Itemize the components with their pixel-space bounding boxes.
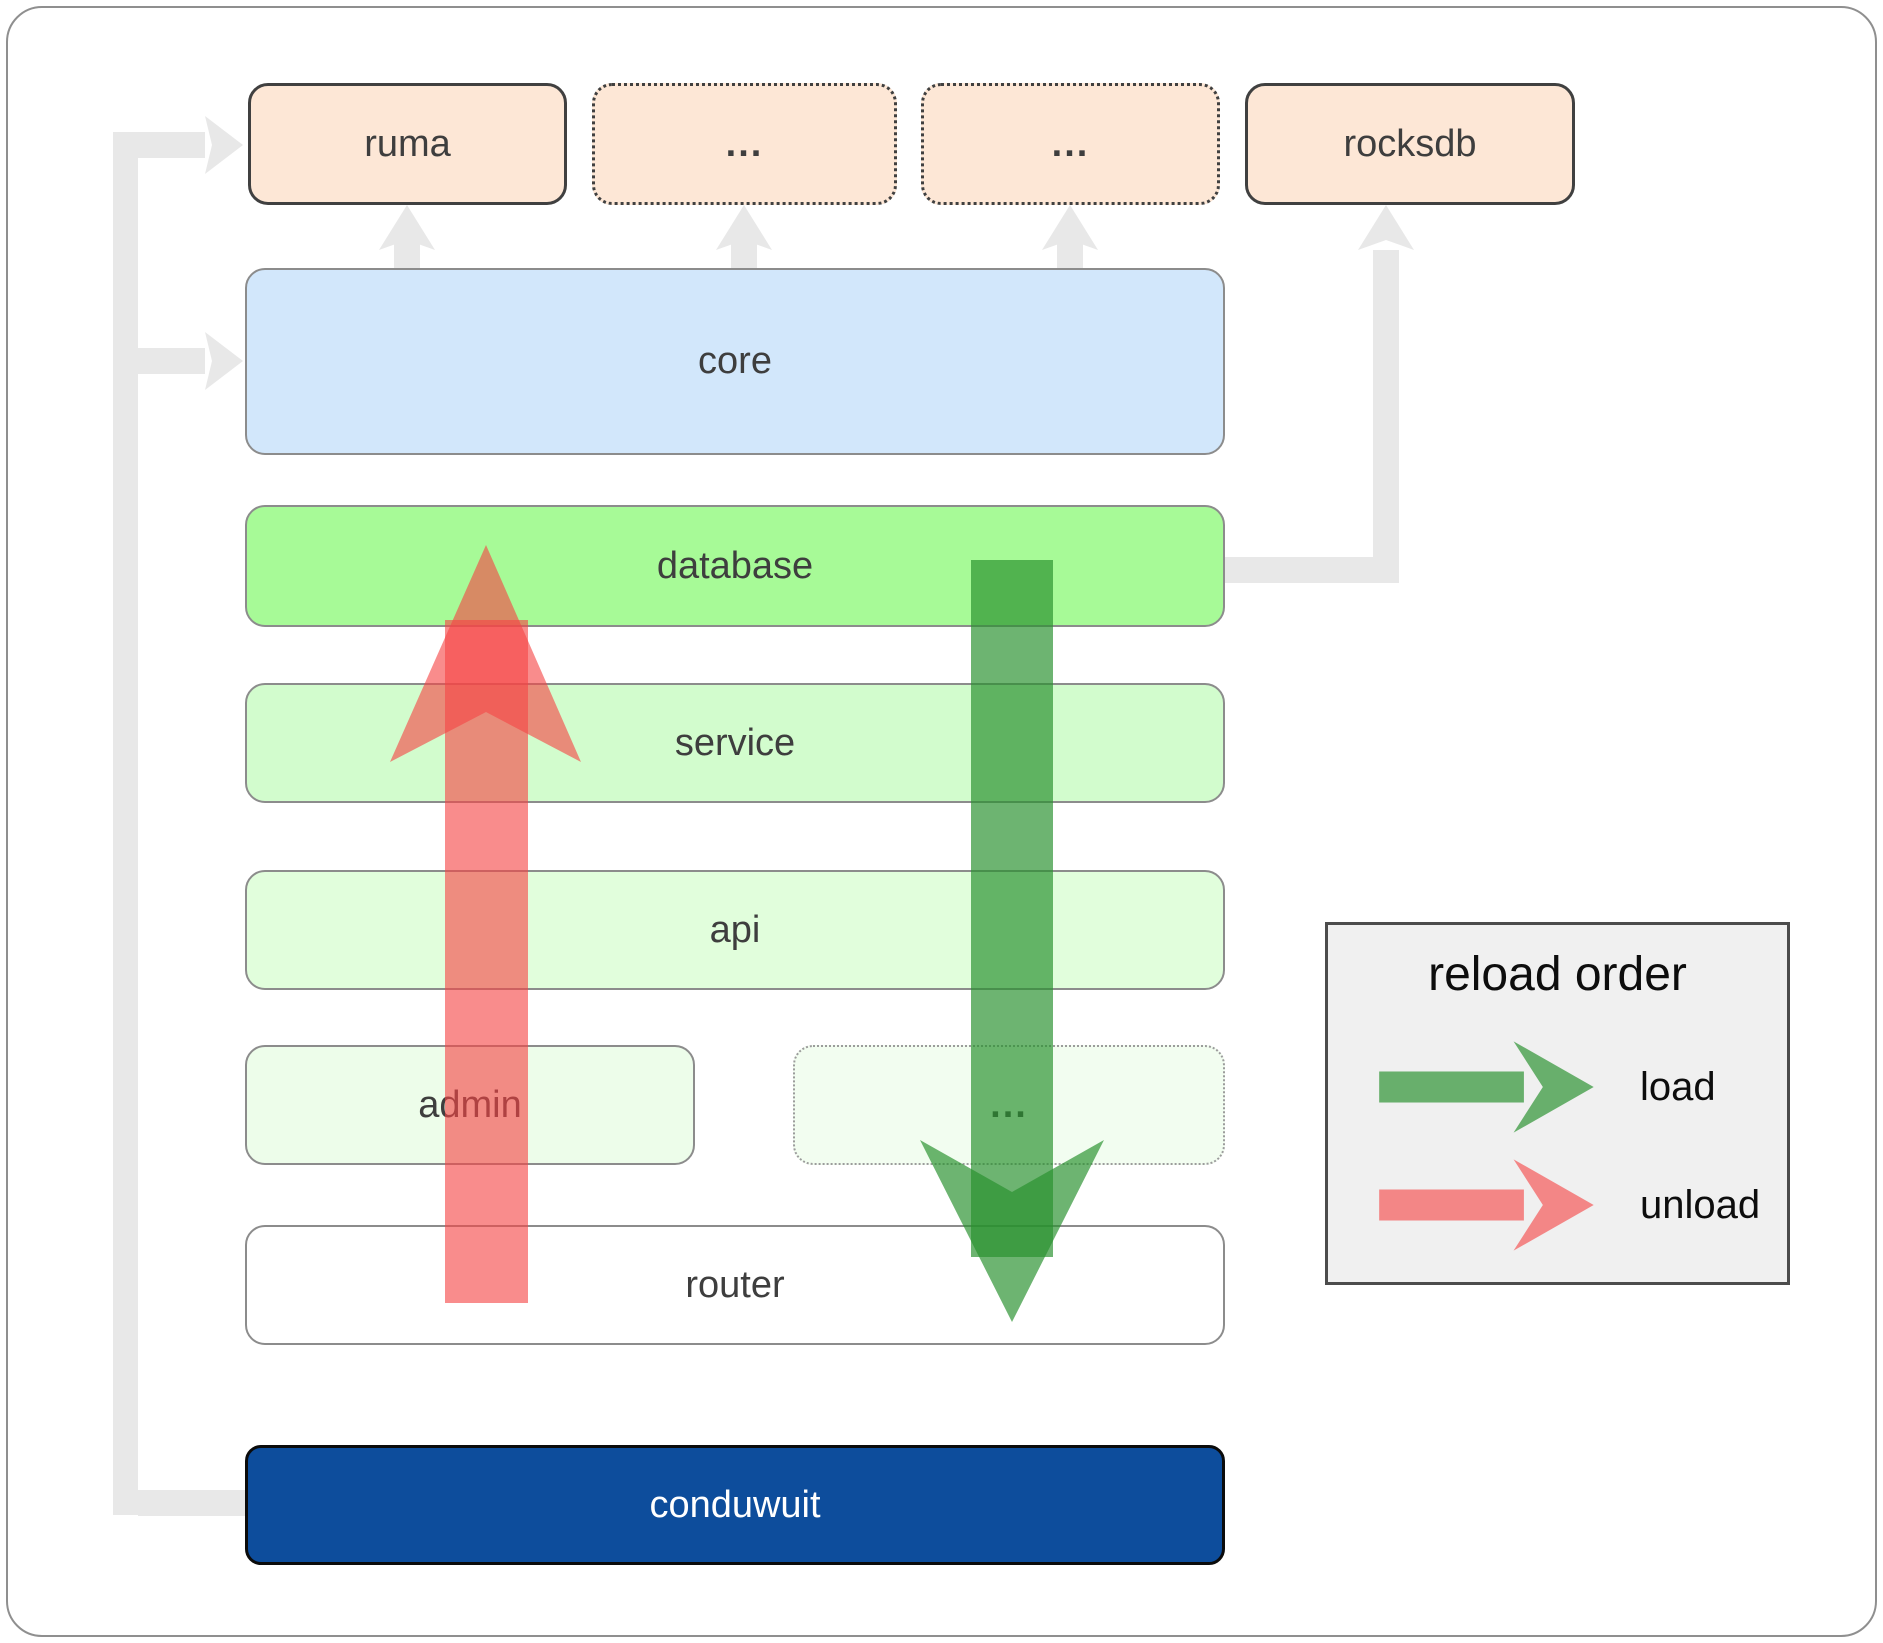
node-ellipsis-mid: ...: [793, 1045, 1225, 1165]
legend: reload order load unload: [1325, 922, 1790, 1285]
legend-row-unload: unload: [1328, 1146, 1787, 1264]
legend-row-load: load: [1328, 1028, 1787, 1146]
unload-arrow-icon: [1379, 1159, 1594, 1251]
node-ellipsis-mid-label: ...: [990, 1083, 1028, 1126]
node-service: service: [245, 683, 1225, 803]
node-ellipsis-top-2: ...: [921, 83, 1220, 205]
node-conduwuit-label: conduwuit: [649, 1483, 821, 1526]
node-ruma-label: ruma: [364, 122, 451, 165]
node-admin-label: admin: [418, 1083, 522, 1126]
legend-unload-label: unload: [1640, 1182, 1761, 1227]
node-database-label: database: [656, 544, 814, 587]
node-api: api: [245, 870, 1225, 990]
node-core-label: core: [698, 340, 772, 382]
node-api-label: api: [709, 908, 761, 951]
node-ellipsis-top-2-label: ...: [1051, 122, 1090, 165]
outer-frame: [6, 6, 1877, 1637]
node-service-label: service: [674, 721, 796, 764]
node-router: router: [245, 1225, 1225, 1345]
legend-load-label: load: [1640, 1064, 1716, 1109]
load-arrow-icon: [1379, 1041, 1594, 1133]
node-conduwuit: conduwuit: [245, 1445, 1225, 1565]
node-rocksdb-label: rocksdb: [1343, 122, 1477, 165]
node-rocksdb: rocksdb: [1245, 83, 1575, 205]
node-ellipsis-top-1-label: ...: [725, 122, 764, 165]
node-database: database: [245, 505, 1225, 627]
legend-title: reload order: [1428, 948, 1687, 1001]
node-core: core: [245, 268, 1225, 455]
node-router-label: router: [685, 1263, 785, 1306]
node-ellipsis-top-1: ...: [592, 83, 897, 205]
node-admin: admin: [245, 1045, 695, 1165]
node-ruma: ruma: [248, 83, 567, 205]
